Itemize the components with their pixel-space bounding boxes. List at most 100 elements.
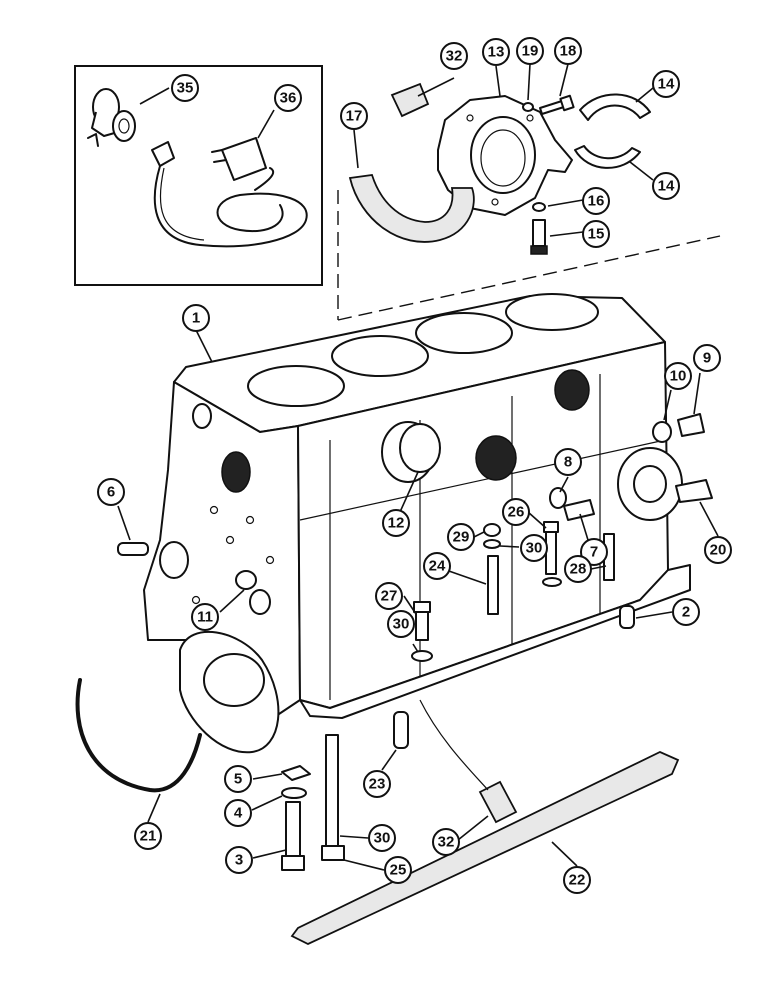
callout-label: 16: [588, 193, 605, 210]
heater-element: [87, 88, 136, 147]
callout-label: 30: [526, 540, 543, 557]
callout-label: 1: [192, 310, 200, 327]
leader-lines: [117, 63, 719, 871]
small-washer: [532, 202, 546, 212]
bolt-26: [545, 529, 557, 575]
fitting-7: [563, 499, 595, 521]
callout-1: 1: [182, 304, 210, 332]
seal-ring-8: [549, 487, 567, 509]
thrust-washer-lower: [574, 145, 641, 169]
callout-label: 6: [107, 484, 115, 501]
callout-label: 9: [703, 350, 711, 367]
plug-11: [235, 570, 257, 590]
callout-8: 8: [554, 448, 582, 476]
main-bearing-bolt: [285, 801, 301, 857]
callout-label: 32: [438, 834, 455, 851]
callout-30c: 30: [368, 824, 396, 852]
callout-14a: 14: [652, 70, 680, 98]
callout-24: 24: [423, 552, 451, 580]
nut-29: [483, 523, 501, 537]
fitting-20: [675, 479, 713, 503]
callout-14b: 14: [652, 172, 680, 200]
callout-23: 23: [363, 770, 391, 798]
callout-label: 10: [670, 368, 687, 385]
stud-28: [603, 533, 615, 581]
callout-label: 27: [381, 588, 398, 605]
callout-label: 25: [390, 862, 407, 879]
callout-2: 2: [672, 598, 700, 626]
callout-label: 8: [564, 454, 572, 471]
thrust-washer-upper: [579, 93, 651, 121]
plug-9: [677, 413, 705, 437]
callout-18: 18: [554, 37, 582, 65]
washer-30b: [411, 650, 433, 662]
callout-30b: 30: [387, 610, 415, 638]
callout-label: 4: [234, 805, 243, 822]
dowel-6: [117, 542, 149, 556]
callout-3: 3: [225, 846, 253, 874]
cylinder-block: [143, 293, 691, 754]
housing-washer: [522, 102, 534, 112]
bolt-27: [415, 609, 429, 641]
callout-32a: 32: [440, 42, 468, 70]
callout-label: 11: [197, 609, 213, 626]
callout-25: 25: [384, 856, 412, 884]
callout-label: 36: [280, 90, 297, 107]
long-stud: [325, 734, 339, 847]
callout-label: 21: [140, 828, 157, 845]
callout-label: 30: [393, 616, 410, 633]
callout-32b: 32: [432, 828, 460, 856]
callout-label: 7: [590, 544, 598, 561]
callout-label: 17: [346, 108, 363, 125]
callout-26: 26: [502, 498, 530, 526]
callout-36: 36: [274, 84, 302, 112]
callout-28: 28: [564, 555, 592, 583]
plate-5: [281, 765, 311, 781]
heater-cord: [151, 137, 308, 248]
callout-label: 12: [388, 515, 405, 532]
callout-19: 19: [516, 37, 544, 65]
callout-16: 16: [582, 187, 610, 215]
rear-seal-housing: [437, 95, 573, 216]
callout-label: 5: [234, 771, 242, 788]
cap-screw: [532, 219, 546, 247]
reference-dashed-line: [337, 190, 721, 321]
callout-label: 35: [177, 80, 194, 97]
callout-label: 13: [488, 44, 505, 61]
callout-6: 6: [97, 478, 125, 506]
block-heater-inset: [74, 65, 323, 286]
callout-12: 12: [382, 509, 410, 537]
callout-label: 28: [570, 561, 587, 578]
seal-housing-gasket: [348, 174, 475, 243]
callout-27: 27: [375, 582, 403, 610]
callout-label: 30: [374, 830, 391, 847]
callout-5: 5: [224, 765, 252, 793]
callout-21: 21: [134, 822, 162, 850]
sealant-tube-bottom: [478, 780, 518, 824]
callout-label: 26: [508, 504, 525, 521]
sealant-tube-top: [390, 82, 430, 118]
callout-4: 4: [224, 799, 252, 827]
washer-30a: [542, 577, 562, 587]
callout-13: 13: [482, 38, 510, 66]
dowel-23: [393, 711, 409, 749]
callout-label: 3: [235, 852, 243, 869]
callout-30a: 30: [520, 534, 548, 562]
oil-pan-gasket: [290, 751, 680, 945]
callout-35: 35: [171, 74, 199, 102]
washer-4: [281, 787, 307, 799]
washer-10: [652, 421, 672, 443]
callout-label: 18: [560, 43, 577, 60]
callout-9: 9: [693, 344, 721, 372]
callout-17: 17: [340, 102, 368, 130]
callout-20: 20: [704, 536, 732, 564]
callout-7: 7: [580, 538, 608, 566]
rear-seal-ring: [75, 678, 202, 793]
callout-label: 22: [569, 872, 586, 889]
callout-29: 29: [447, 523, 475, 551]
callout-label: 23: [369, 776, 386, 793]
callout-label: 20: [710, 542, 727, 559]
callout-label: 14: [658, 76, 675, 93]
callout-label: 32: [446, 48, 463, 65]
